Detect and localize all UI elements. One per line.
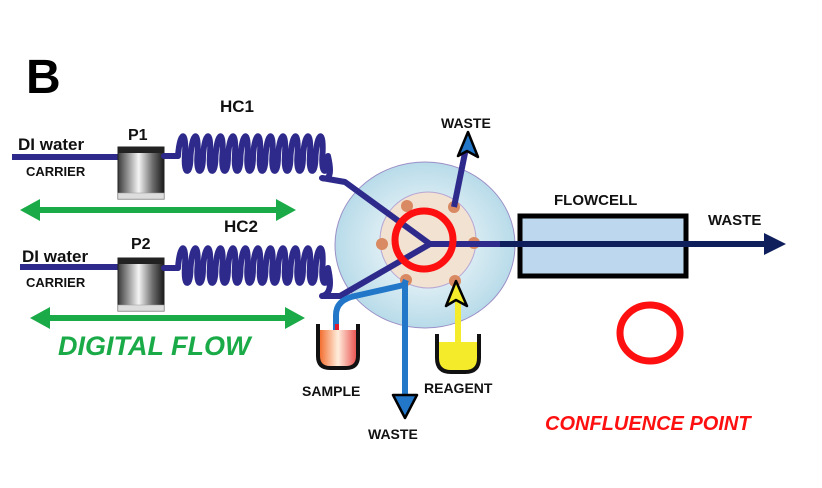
inlet-2: DI water CARRIER P2 HC2 xyxy=(20,217,333,312)
pump-label-p2: P2 xyxy=(131,236,151,253)
arrow-up-icon xyxy=(444,279,469,308)
coil-label-hc2: HC2 xyxy=(224,217,258,236)
waste-label-top: WASTE xyxy=(441,115,491,131)
confluence-ring-valve xyxy=(391,207,457,273)
coil-hc1 xyxy=(161,133,333,182)
sample-line xyxy=(333,278,409,330)
sample-label: SAMPLE xyxy=(302,383,360,399)
pump-label-p1: P1 xyxy=(128,127,148,144)
role-label-2: CARRIER xyxy=(26,275,86,290)
digital-flow-arrow-1 xyxy=(20,199,296,221)
valve-port xyxy=(401,200,413,212)
reagent-label: REAGENT xyxy=(424,380,493,396)
inlet-1: DI water CARRIER P1 HC1 xyxy=(12,97,333,200)
waste-label-right: WASTE xyxy=(708,212,761,229)
digital-flow-arrow-2 xyxy=(30,307,305,329)
source-label-1: DI water xyxy=(18,135,85,154)
role-label-1: CARRIER xyxy=(26,164,86,179)
confluence-legend-ring-icon xyxy=(616,301,684,365)
flowcell-label: FLOWCELL xyxy=(554,192,637,209)
source-label-2: DI water xyxy=(22,247,89,266)
reagent-vial-icon xyxy=(435,334,481,374)
pump-p2-icon xyxy=(117,257,165,312)
valve-port xyxy=(376,238,388,250)
arrow-down-icon xyxy=(391,393,419,420)
panel-label: B xyxy=(26,51,61,104)
arrow-right-icon xyxy=(764,233,786,255)
arrow-up-icon xyxy=(456,130,480,159)
coil-label-hc1: HC1 xyxy=(220,97,254,116)
coil-hc2 xyxy=(161,245,333,299)
waste-label-bottom: WASTE xyxy=(368,426,418,442)
pump-p1-icon xyxy=(117,146,165,200)
sample-vial-icon xyxy=(316,324,360,370)
confluence-legend-label: CONFLUENCE POINT xyxy=(545,413,752,435)
waste-line-top xyxy=(451,147,469,208)
digital-flow-label: DIGITAL FLOW xyxy=(58,331,253,361)
